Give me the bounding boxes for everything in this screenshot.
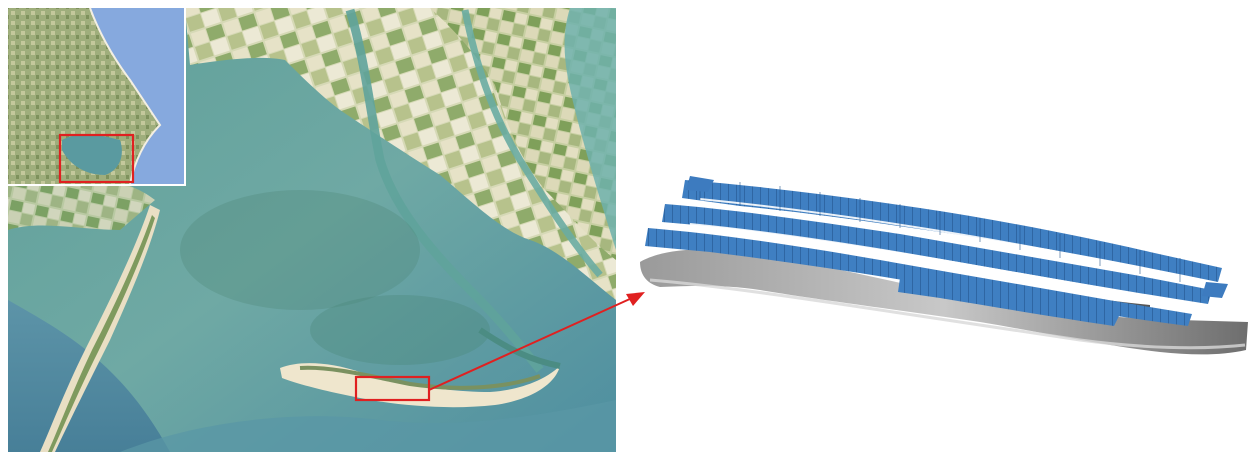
canal-east — [461, 9, 603, 278]
barrier-spit-west — [40, 205, 160, 452]
study-spit — [280, 363, 560, 408]
inset-lagoon — [62, 134, 122, 175]
river-mouth — [478, 327, 561, 369]
canal-west — [345, 8, 544, 373]
sea-east — [564, 8, 616, 250]
point-cloud-reconstruction — [640, 176, 1248, 355]
terrain-shoreline — [649, 278, 1246, 350]
camera-strip-2 — [662, 204, 1212, 304]
inset-sea — [90, 8, 184, 184]
barrier-spit-vegetation — [48, 215, 155, 452]
camera-rays — [699, 178, 1181, 282]
arrow-shaft — [428, 297, 633, 391]
strip-gap-2 — [689, 223, 1171, 301]
camera-strip-4 — [898, 278, 1120, 326]
camera-frustum-end-right — [1202, 282, 1228, 298]
camera-strip-1 — [682, 180, 1222, 282]
terrain-cloud — [640, 249, 1248, 355]
camera-strip-3 — [645, 228, 1192, 326]
inset-highlight-box — [58, 133, 135, 184]
locator-inset — [6, 6, 186, 186]
camera-positions — [645, 176, 1228, 326]
sea-lower-center — [120, 400, 616, 452]
satellite-map — [8, 8, 616, 452]
tidal-marsh-south — [310, 295, 490, 365]
inset-coastline — [89, 7, 162, 185]
tidal-marsh — [180, 190, 420, 310]
study-spit-dunes — [299, 365, 541, 390]
connector-arrow — [428, 292, 645, 391]
arrow-head — [626, 292, 645, 306]
study-area-highlight-box — [354, 375, 431, 402]
camera-frustum-end-left — [686, 176, 714, 192]
